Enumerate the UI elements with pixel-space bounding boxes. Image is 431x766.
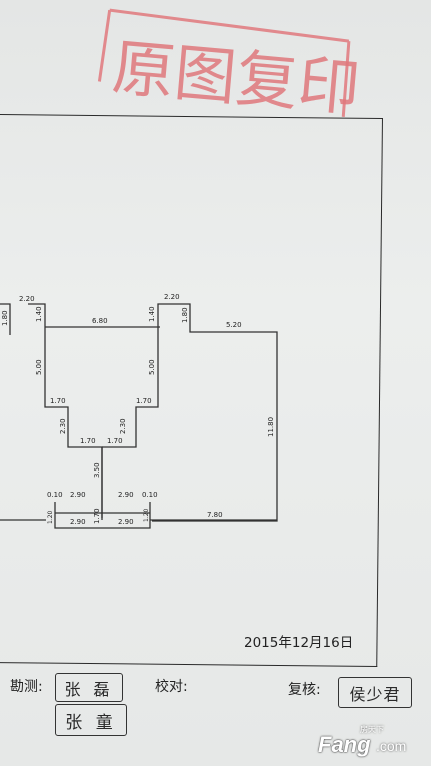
review-label: 复核: (288, 682, 321, 698)
dim-label: 1.40 (148, 306, 156, 322)
dim-label: 2.90 (118, 518, 134, 526)
dim-label: 1.40 (35, 306, 43, 322)
dim-label: 5.00 (35, 359, 43, 375)
dim-label: 1.20 (143, 508, 150, 522)
dim-label: 2.90 (70, 518, 86, 526)
surveyor-signature-1: 张 磊 (55, 673, 123, 702)
watermark-brand: Fang (318, 732, 371, 757)
watermark-small-text: 房天下 (360, 725, 384, 734)
dim-label: 1.80 (1, 310, 9, 326)
dim-label: 0.10 (47, 491, 63, 499)
surveyor-name-1: 张 磊 (64, 679, 114, 699)
reviewer-name: 侯少君 (349, 684, 401, 704)
dim-label: 1.70 (136, 397, 152, 405)
dim-label: 2.90 (70, 491, 86, 499)
dim-label: 11.80 (267, 417, 275, 437)
dim-label: 2.20 (164, 293, 180, 301)
dim-label: 2.30 (119, 418, 127, 434)
dim-label: 1.70 (93, 508, 101, 524)
dim-label: 1.70 (80, 437, 96, 445)
dim-label: 5.00 (148, 359, 156, 375)
dim-label: 2.30 (59, 418, 67, 434)
dim-label: 2.20 (19, 295, 35, 303)
dim-label: 0.10 (142, 491, 158, 499)
dim-label: 6.80 (92, 317, 108, 325)
dim-label: 2.90 (118, 491, 134, 499)
dim-label: 5.20 (226, 321, 242, 329)
dim-label: 1.20 (47, 510, 54, 524)
dim-label: 1.70 (107, 437, 123, 445)
dim-label: 3.50 (93, 462, 101, 478)
survey-label: 勘测: (10, 679, 43, 695)
dim-label: 1.80 (181, 307, 189, 323)
watermark-domain: .com (376, 738, 407, 754)
proofread-label: 校对: (155, 679, 188, 695)
survey-date: 2015年12月16日 (244, 635, 354, 651)
dim-label: 7.80 (207, 511, 223, 519)
reviewer-signature: 侯少君 (338, 677, 412, 708)
dim-label: 1.70 (50, 397, 66, 405)
surveyor-signature-2: 张 童 (55, 704, 127, 736)
surveyor-name-2: 张 童 (65, 712, 117, 733)
